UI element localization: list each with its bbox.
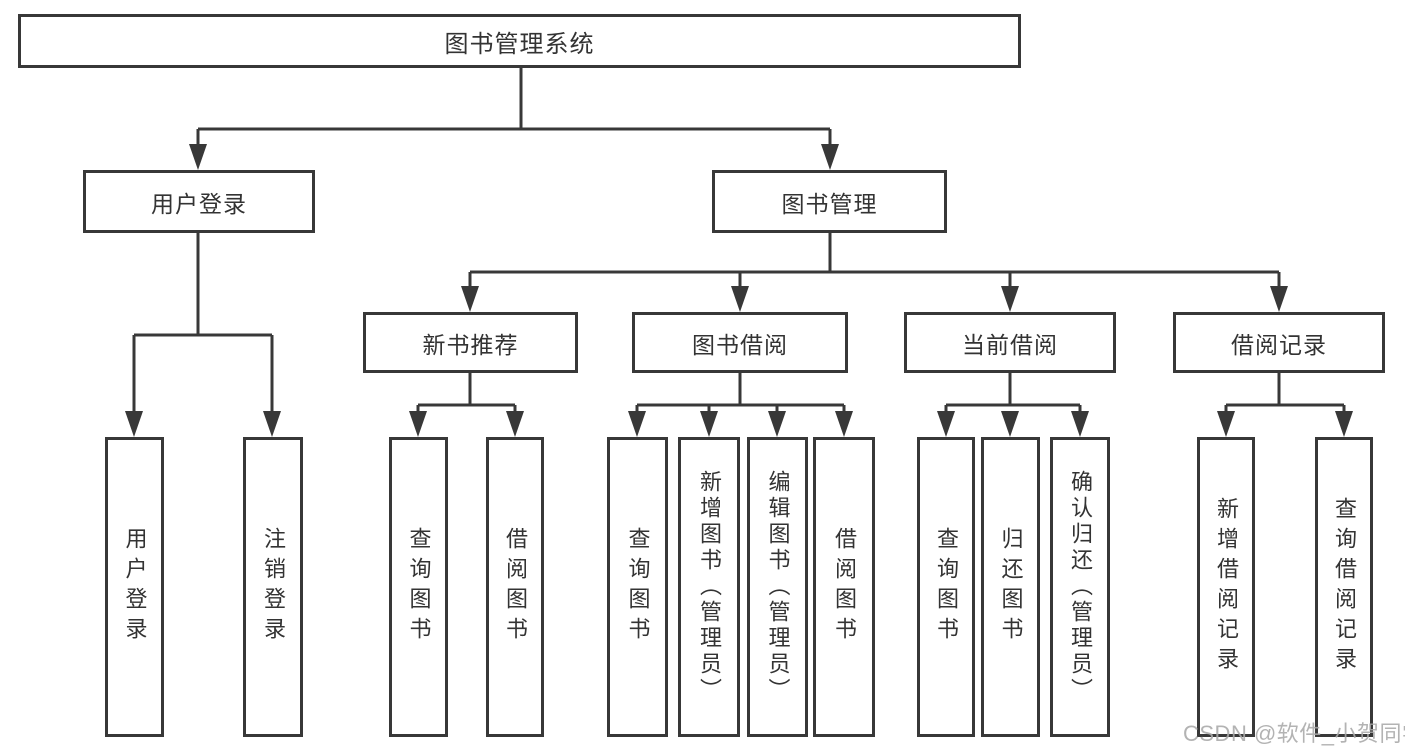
connector-book-management-children xyxy=(461,233,1288,312)
connector-user-login-children xyxy=(125,233,281,437)
connector-borrow-records-children xyxy=(1217,373,1353,437)
leaf-logout-label: 注销登录 xyxy=(261,527,286,647)
leaf-query-books-2: 查询图书 xyxy=(607,437,668,737)
leaf-add-books-admin-label: 新增图书（管理员） xyxy=(697,470,722,704)
leaf-borrow-books-2-label: 借阅图书 xyxy=(832,527,857,647)
leaf-query-borrow-record: 查询借阅记录 xyxy=(1315,437,1373,737)
node-new-book-recommend: 新书推荐 xyxy=(363,312,578,373)
leaf-query-books-3: 查询图书 xyxy=(917,437,975,737)
leaf-user-login: 用户登录 xyxy=(105,437,164,737)
connector-current-borrow-children xyxy=(937,373,1089,437)
leaf-query-books-2-label: 查询图书 xyxy=(625,527,651,647)
leaf-logout: 注销登录 xyxy=(243,437,303,737)
node-user-login: 用户登录 xyxy=(83,170,315,233)
leaf-borrow-books-2: 借阅图书 xyxy=(813,437,875,737)
leaf-add-borrow-record-label: 新增借阅记录 xyxy=(1214,497,1239,677)
leaf-return-books: 归还图书 xyxy=(981,437,1040,737)
leaf-add-borrow-record: 新增借阅记录 xyxy=(1197,437,1255,737)
node-borrow-records: 借阅记录 xyxy=(1173,312,1385,373)
leaf-edit-books-admin: 编辑图书（管理员） xyxy=(747,437,808,737)
csdn-watermark: CSDN @软件_小贺同学 xyxy=(1183,721,1405,746)
leaf-query-borrow-record-label: 查询借阅记录 xyxy=(1332,497,1357,677)
connector-book-borrow-children xyxy=(628,373,853,437)
leaf-borrow-books-1-label: 借阅图书 xyxy=(503,527,528,647)
leaf-user-login-label: 用户登录 xyxy=(122,527,148,647)
leaf-confirm-return-admin: 确认归还（管理员） xyxy=(1050,437,1110,737)
node-current-borrow: 当前借阅 xyxy=(904,312,1116,373)
leaf-query-books-1: 查询图书 xyxy=(389,437,448,737)
leaf-confirm-return-admin-label: 确认归还（管理员） xyxy=(1068,470,1093,704)
connector-root-to-level2 xyxy=(189,68,839,170)
leaf-edit-books-admin-label: 编辑图书（管理员） xyxy=(765,470,791,704)
leaf-query-books-3-label: 查询图书 xyxy=(934,527,959,647)
leaf-borrow-books-1: 借阅图书 xyxy=(486,437,544,737)
connector-new-book-recommend-children xyxy=(409,373,524,437)
leaf-query-books-1-label: 查询图书 xyxy=(406,527,432,647)
node-library-management-system: 图书管理系统 xyxy=(18,14,1021,68)
node-book-management: 图书管理 xyxy=(712,170,947,233)
leaf-add-books-admin: 新增图书（管理员） xyxy=(678,437,740,737)
leaf-return-books-label: 归还图书 xyxy=(998,527,1024,647)
node-book-borrow: 图书借阅 xyxy=(632,312,848,373)
